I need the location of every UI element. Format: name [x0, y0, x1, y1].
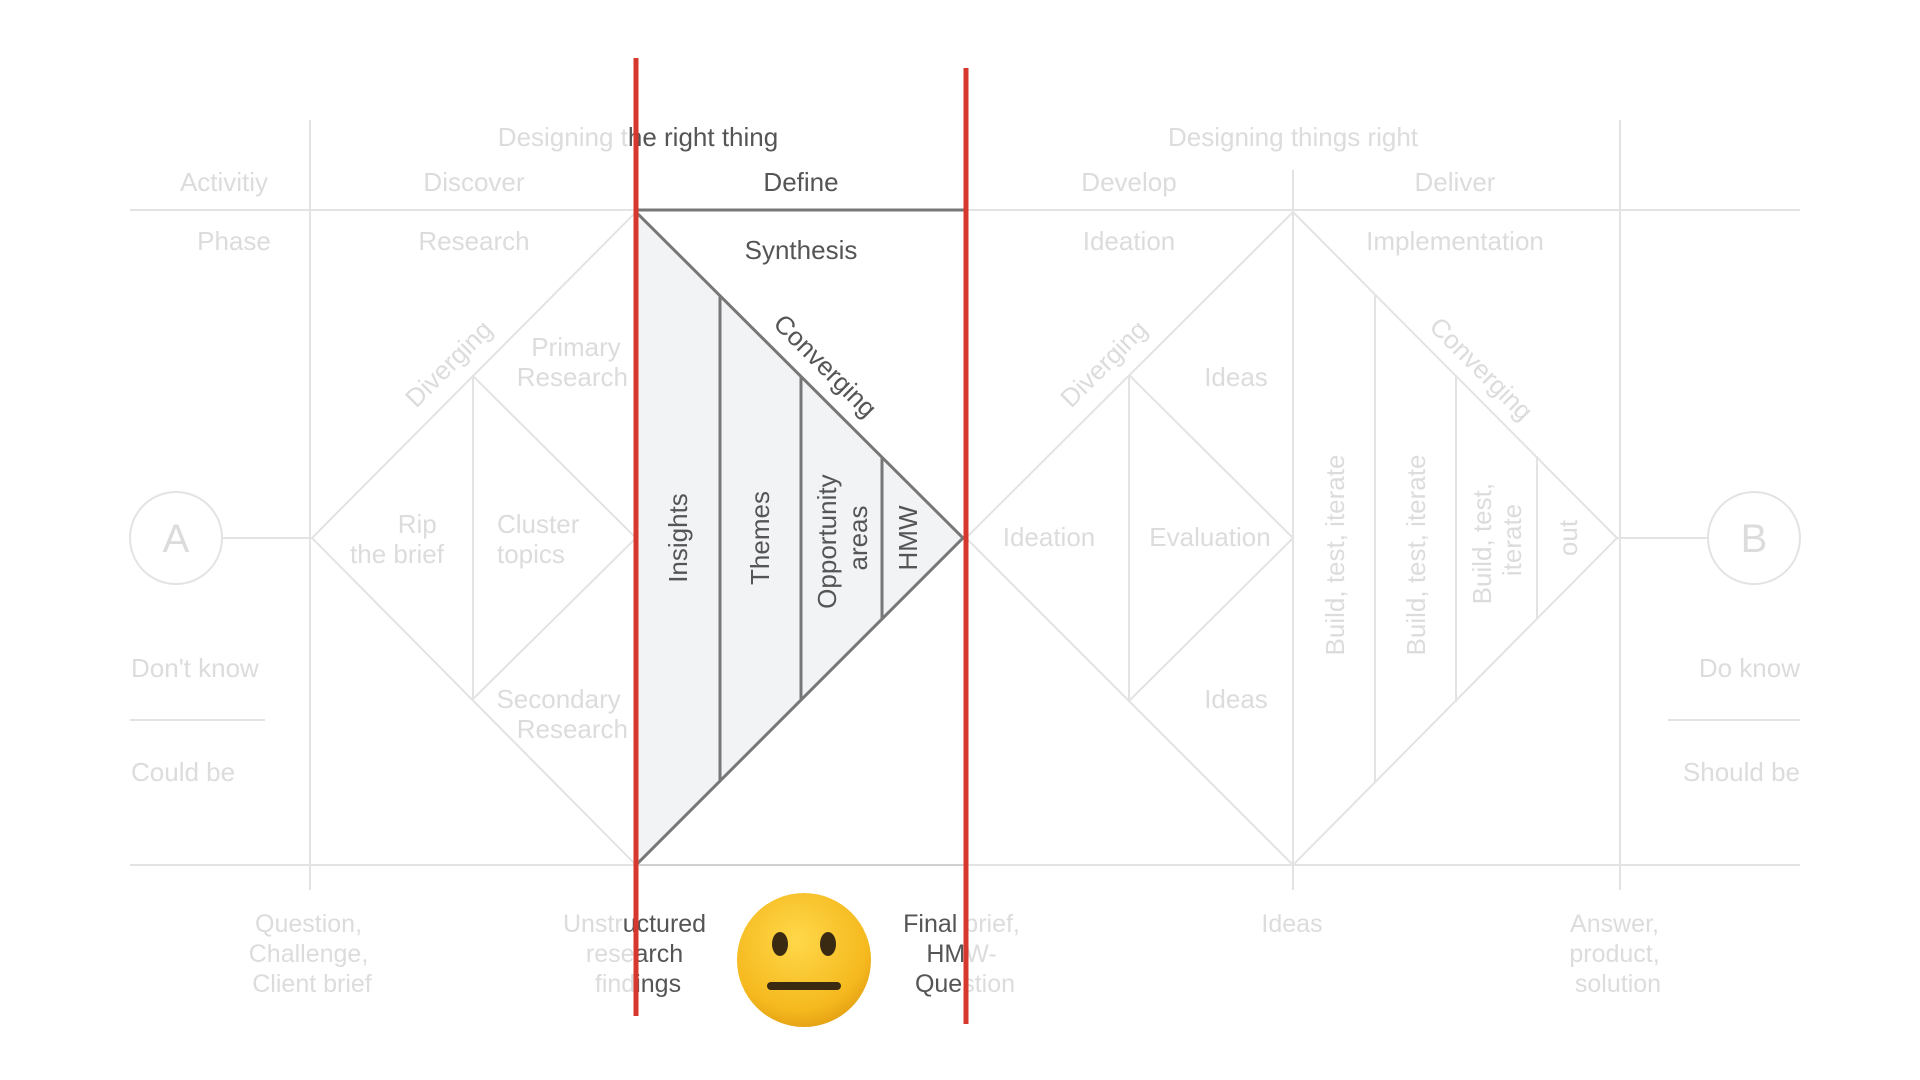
- develop-diverging-label: Diverging: [1054, 314, 1153, 413]
- build-test-iterate-2-label: Build, test, iterate: [1401, 455, 1431, 656]
- build-test-iterate-3-label: Build, test, iterate: [1467, 476, 1527, 605]
- activity-discover: Discover: [423, 167, 524, 197]
- out-label: out: [1553, 519, 1583, 556]
- activity-develop: Develop: [1081, 167, 1176, 197]
- could-be-label: Could be: [131, 757, 235, 787]
- output-answer: Answer, product, solution: [1569, 910, 1666, 998]
- activity-row-label: Activitiy: [180, 167, 268, 197]
- emoji-mouth: [767, 982, 841, 990]
- should-be-label: Should be: [1683, 757, 1800, 787]
- deliver-converging-label: Converging: [1424, 311, 1539, 426]
- start-circle-label: A: [163, 517, 190, 561]
- end-node: B: [1707, 491, 1801, 585]
- output-ideas: Ideas: [1261, 910, 1322, 938]
- rip-the-brief-label: Rip the brief: [350, 509, 445, 569]
- start-node: A: [129, 491, 223, 585]
- insights-label: Insights: [663, 493, 693, 583]
- do-know-label: Do know: [1699, 653, 1800, 683]
- discover-diverging-label: Diverging: [399, 314, 498, 413]
- output-question: Question, Challenge, Client brief: [249, 910, 375, 998]
- activity-define: Define: [763, 167, 838, 197]
- hmw-label: HMW: [893, 505, 923, 570]
- activity-deliver: Deliver: [1415, 167, 1496, 197]
- header-designing-right-thing: Designing the right thing: [498, 122, 778, 152]
- themes-label: Themes: [745, 491, 775, 585]
- define-diamond: [634, 208, 966, 869]
- phase-synthesis: Synthesis: [745, 235, 858, 265]
- cluster-topics-label: Cluster topics: [497, 509, 587, 569]
- develop-ideas-top-label: Ideas: [1204, 362, 1268, 392]
- emoji-left-eye: [772, 932, 788, 956]
- neutral-face-emoji: [737, 893, 871, 1027]
- develop-evaluation-label: Evaluation: [1149, 522, 1270, 552]
- emoji-right-eye: [820, 932, 836, 956]
- end-circle-label: B: [1741, 517, 1768, 561]
- header-designing-things-right: Designing things right: [1168, 122, 1419, 152]
- phase-implementation: Implementation: [1366, 226, 1544, 256]
- develop-ideas-bottom-label: Ideas: [1204, 684, 1268, 714]
- phase-ideation: Ideation: [1083, 226, 1176, 256]
- develop-ideation-label: Ideation: [1003, 522, 1096, 552]
- opportunity-areas-label: Opportunity areas: [812, 467, 873, 609]
- secondary-research-label: Secondary Research: [496, 684, 628, 744]
- build-test-iterate-1-label: Build, test, iterate: [1320, 455, 1350, 656]
- deliver-diamond: [1292, 209, 1619, 868]
- dont-know-label: Don't know: [131, 653, 259, 683]
- output-final-brief: Final brief, HMW- Question: [903, 910, 1027, 998]
- phase-research: Research: [418, 226, 529, 256]
- phase-row-label: Phase: [197, 226, 271, 256]
- primary-research-label: Primary Research: [517, 332, 628, 392]
